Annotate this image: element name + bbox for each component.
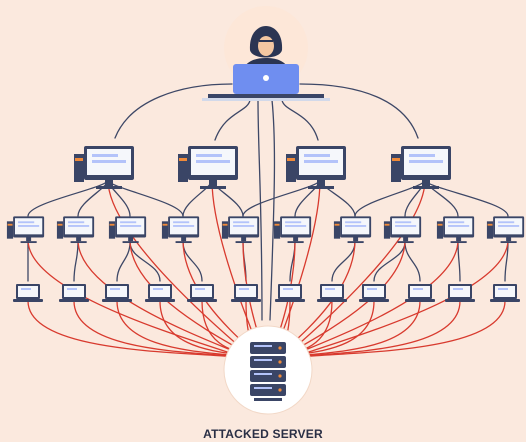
- nodes: [6, 6, 525, 415]
- laptop-icon: [445, 284, 475, 302]
- control-link: [107, 179, 184, 217]
- control-link: [457, 241, 461, 282]
- attack-link: [280, 179, 426, 361]
- control-link: [294, 179, 321, 217]
- control-link: [77, 179, 109, 217]
- desktop-computer-icon: [486, 216, 525, 244]
- laptop-icon: [490, 284, 520, 302]
- control-link: [404, 241, 421, 282]
- apple-logo-icon: [263, 75, 269, 81]
- control-links: [27, 83, 509, 321]
- desktop-computer-icon: [221, 216, 260, 244]
- laptop-icon: [359, 284, 389, 302]
- laptop-icon: [145, 284, 175, 302]
- laptop-icon: [187, 284, 217, 302]
- laptop-icon: [102, 284, 132, 302]
- server-label: ATTACKED SERVER: [203, 427, 323, 441]
- control-link: [257, 99, 263, 321]
- laptop-icon: [231, 284, 261, 302]
- desktop-computer-icon: [286, 146, 346, 189]
- control-link: [281, 99, 319, 141]
- control-link: [27, 179, 109, 217]
- desktop-computer-icon: [74, 146, 134, 189]
- control-link: [299, 83, 419, 139]
- control-link: [424, 179, 509, 217]
- hacker-face: [258, 36, 274, 56]
- desktop-computer-icon: [383, 216, 422, 244]
- server-rack-icon: [223, 325, 313, 415]
- control-link: [319, 179, 356, 217]
- hacker-with-laptop-icon: [202, 6, 330, 101]
- laptop-icon: [59, 284, 89, 302]
- desktop-computer-icon: [333, 216, 372, 244]
- desktop-computer-icon: [6, 216, 45, 244]
- desktop-computer-icon: [161, 216, 200, 244]
- control-link: [182, 179, 213, 217]
- desktop-computer-icon: [108, 216, 147, 244]
- laptop-icon: [317, 284, 347, 302]
- control-link: [214, 99, 251, 141]
- desktop-computer-icon: [273, 216, 312, 244]
- control-link: [73, 241, 79, 282]
- control-link: [269, 99, 276, 321]
- control-link: [116, 241, 131, 282]
- control-link: [114, 83, 233, 139]
- desktop-computer-icon: [391, 146, 451, 189]
- laptop-icon: [275, 284, 305, 302]
- laptop-icon: [405, 284, 435, 302]
- laptop-icon: [13, 284, 43, 302]
- control-link: [242, 179, 321, 217]
- desktop-computer-icon: [436, 216, 475, 244]
- control-link: [354, 179, 426, 217]
- desktop-computer-icon: [178, 146, 238, 189]
- desktop-computer-icon: [56, 216, 95, 244]
